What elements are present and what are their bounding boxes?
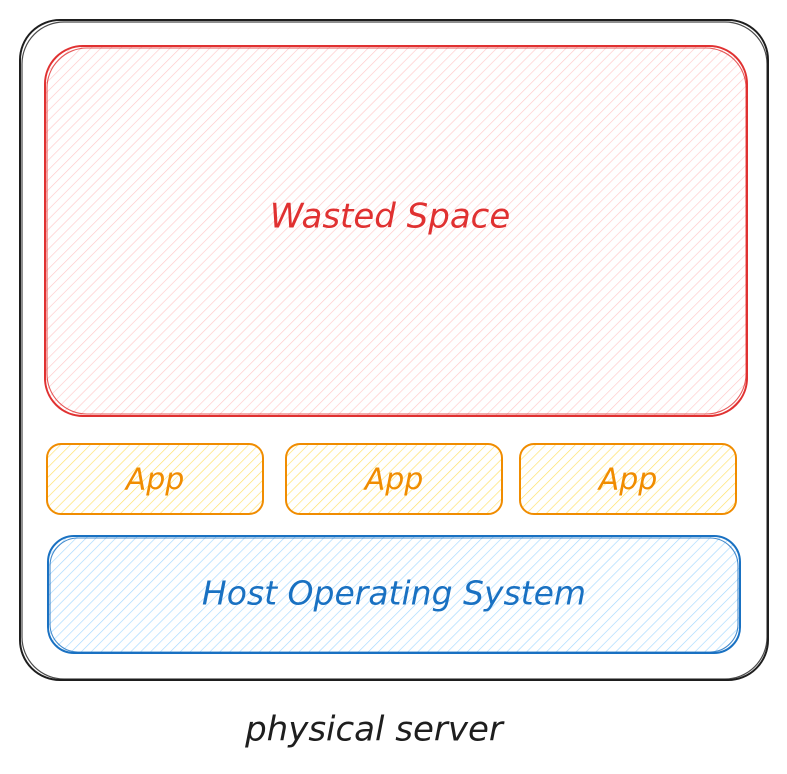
app-box-3: App (519, 443, 737, 515)
physical-server-label: physical server (244, 710, 505, 750)
wasted-space-label: Wasted Space (270, 197, 511, 237)
wasted-space-box: Wasted Space (44, 45, 748, 417)
app-label: App (363, 463, 424, 498)
host-os-label: Host Operating System (202, 574, 586, 613)
host-os-box: Host Operating System (47, 535, 741, 654)
app-box-1: App (46, 443, 264, 515)
app-label: App (597, 463, 658, 498)
app-box-2: App (285, 443, 503, 515)
app-label: App (124, 463, 185, 498)
physical-server-box (19, 19, 769, 681)
